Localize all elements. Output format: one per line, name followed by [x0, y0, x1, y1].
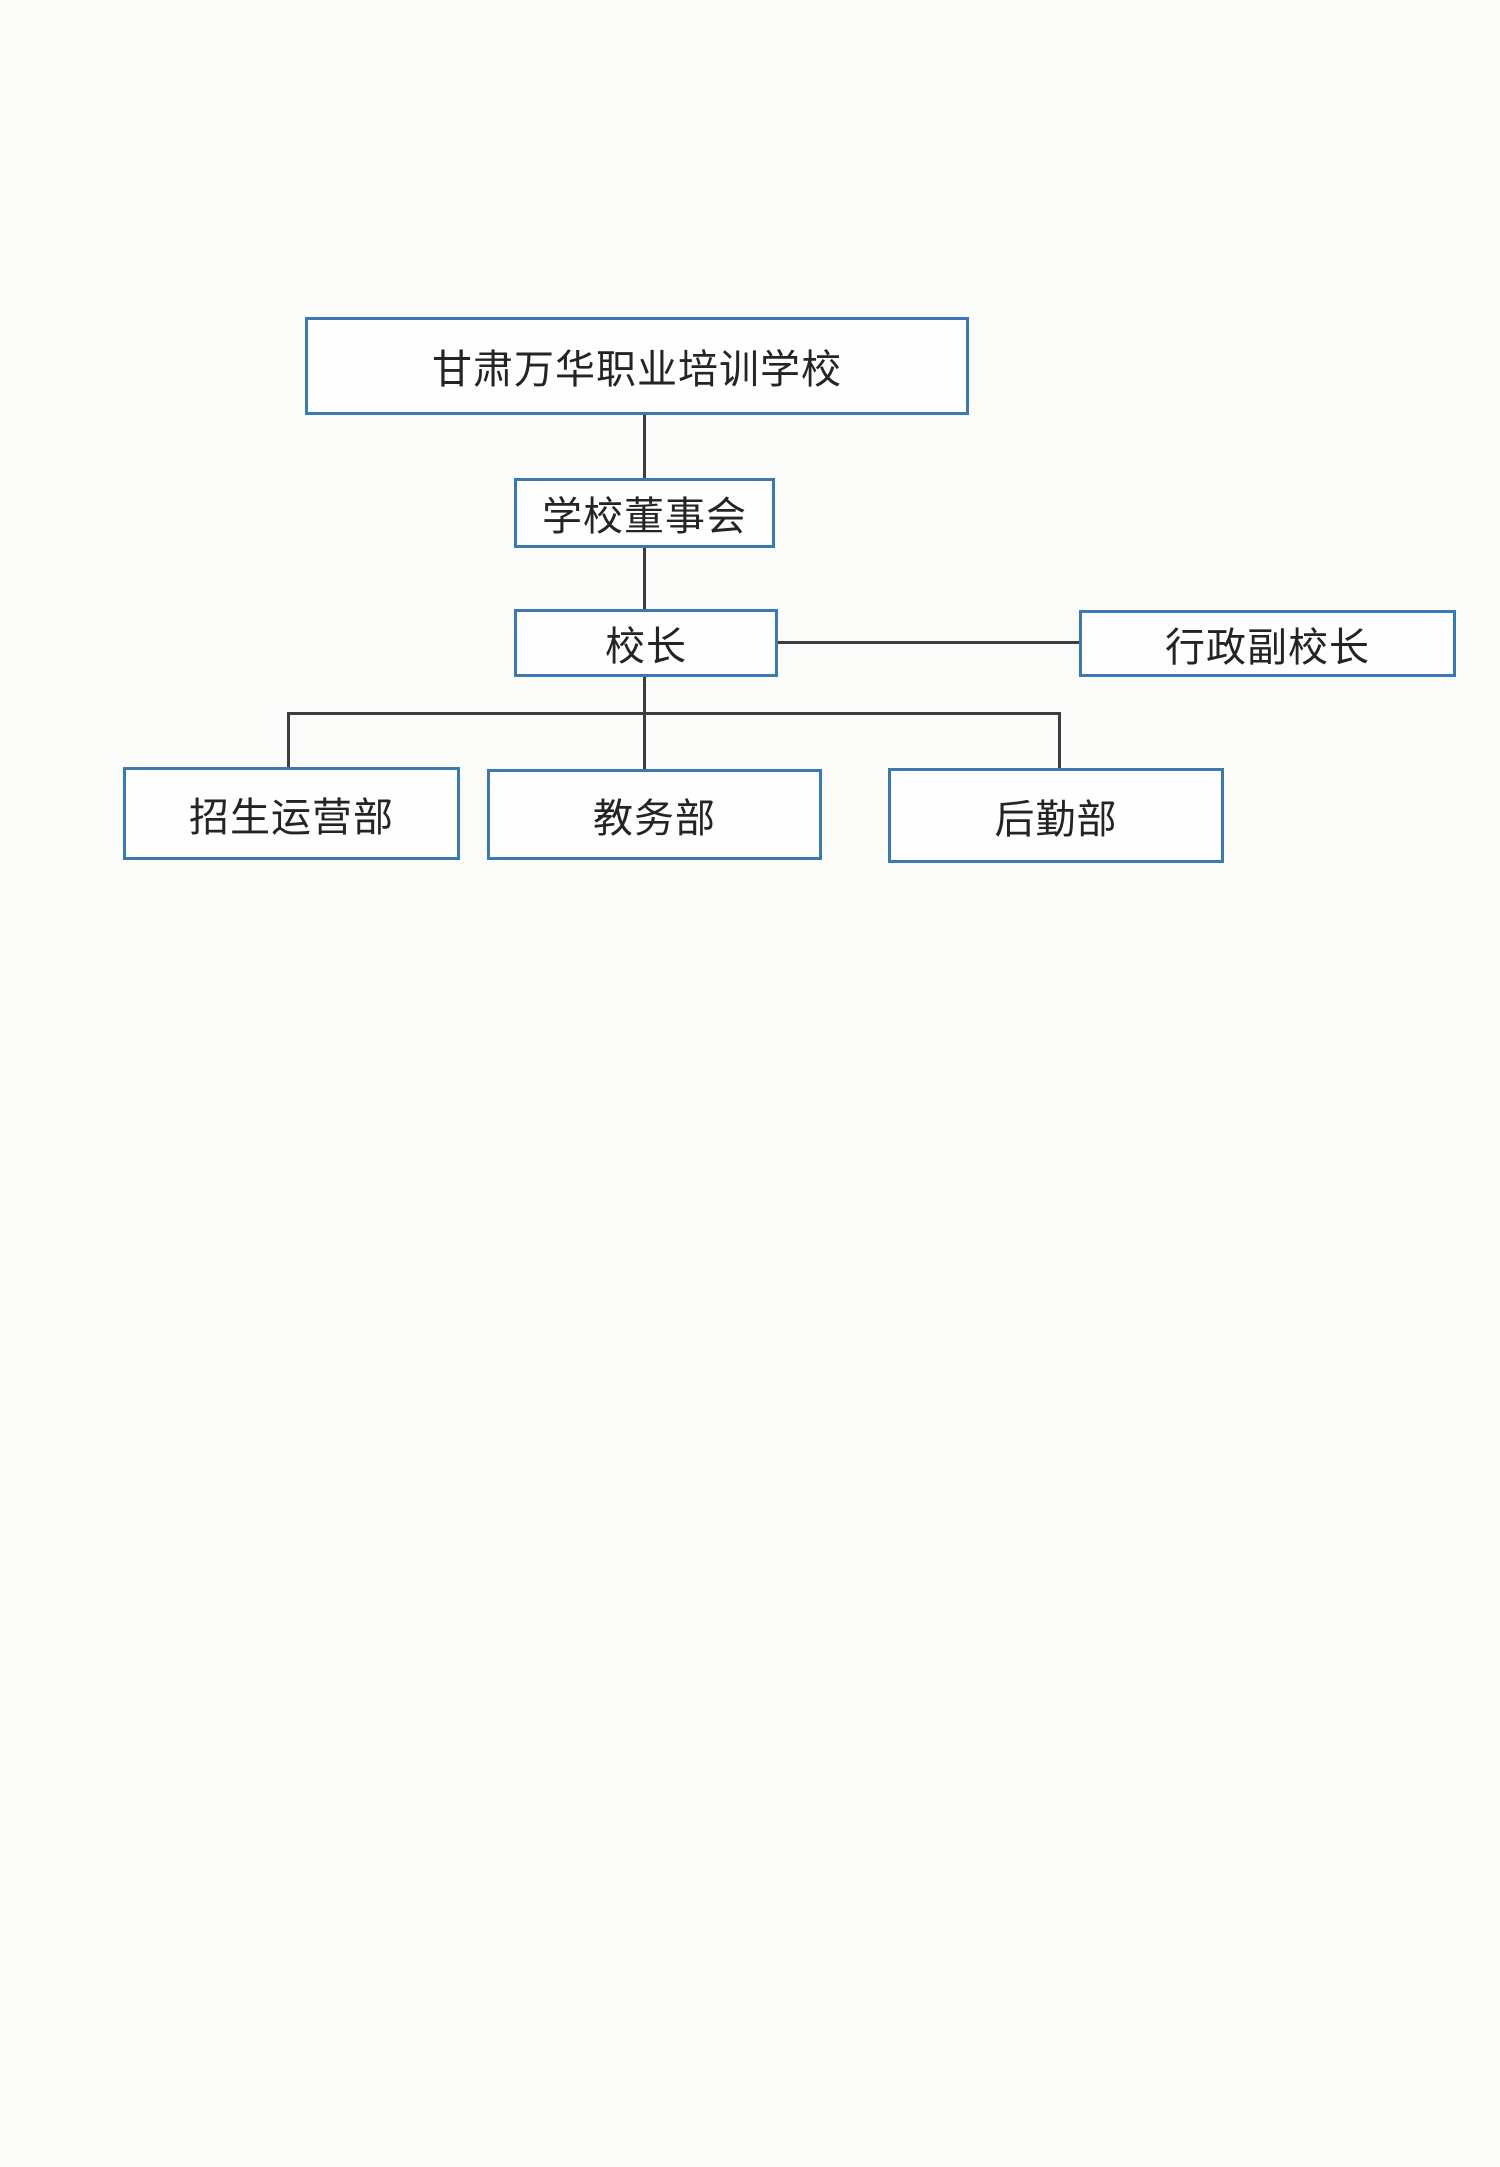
- node-principal-label: 校长: [605, 625, 687, 669]
- node-board: 学校董事会: [514, 478, 775, 548]
- node-school-label: 甘肃万华职业培训学校: [432, 348, 842, 392]
- node-board-label: 学校董事会: [542, 495, 747, 539]
- connector-drop-logistics: [1058, 712, 1061, 769]
- node-admissions-operations-dept-label: 招生运营部: [189, 795, 394, 840]
- connector-distribution-bar: [287, 712, 1061, 715]
- node-admissions-operations-dept: 招生运营部: [123, 767, 460, 860]
- node-logistics-dept-label: 后勤部: [994, 797, 1118, 842]
- node-academic-affairs-dept: 教务部: [487, 769, 822, 860]
- node-principal: 校长: [514, 609, 778, 677]
- connector-drop-admissions: [287, 712, 290, 768]
- connector-school-board: [643, 414, 646, 479]
- node-school: 甘肃万华职业培训学校: [305, 317, 969, 415]
- node-vice-principal: 行政副校长: [1079, 610, 1456, 677]
- connector-board-principal: [643, 547, 646, 610]
- node-logistics-dept: 后勤部: [888, 768, 1224, 863]
- node-vice-principal-label: 行政副校长: [1165, 625, 1370, 670]
- connector-principal-departments: [643, 676, 646, 770]
- node-academic-affairs-dept-label: 教务部: [593, 796, 716, 841]
- connector-principal-vice: [777, 641, 1080, 644]
